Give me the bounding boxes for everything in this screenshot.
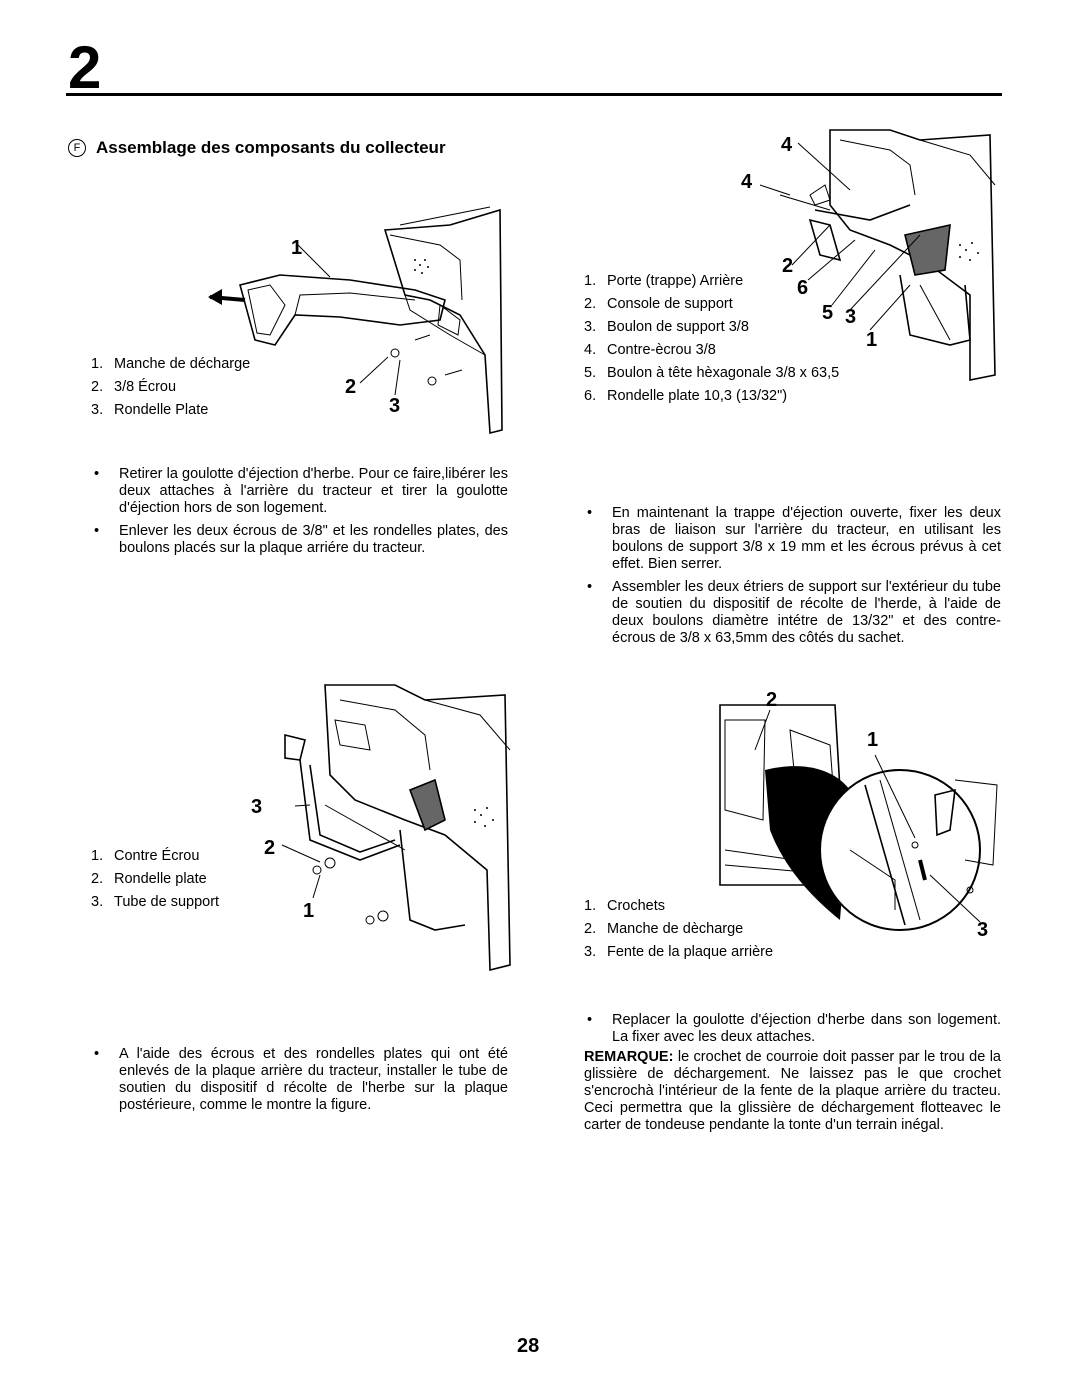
fig1-callout-1: 1 xyxy=(291,237,303,259)
fig2-legend: 1.Porte (trappe) Arrière 2.Console de su… xyxy=(584,270,839,408)
left-instructions-2: A l'aide des écrous et des rondelles pla… xyxy=(91,1046,508,1120)
fig2-callout-4b: 4 xyxy=(741,171,753,193)
legend-item: 1.Manche de décharge xyxy=(91,356,251,372)
section-number: 2 xyxy=(68,34,102,101)
legend-item: 3.Boulon de support 3/8 xyxy=(584,319,749,335)
fig2-callout-5: 5 xyxy=(822,302,834,324)
instruction-item: Assembler les deux étriers de support su… xyxy=(584,579,1001,647)
section-title-text: Assemblage des composants du collecteur xyxy=(96,138,446,157)
legend-item: 3.Rondelle Plate xyxy=(91,402,209,418)
fig1-callout-3: 3 xyxy=(389,395,401,417)
fig4-legend: 1.Crochets 2.Manche de dècharge 3.Fente … xyxy=(584,895,773,964)
page-number: 28 xyxy=(517,1335,540,1357)
legend-item: 2.Rondelle plate xyxy=(91,871,207,887)
right-instructions-1: En maintenant la trappe d'éjection ouver… xyxy=(584,505,1001,653)
legend-item: 4.Contre-ècrou 3/8 xyxy=(584,342,716,358)
figure-3-illustration xyxy=(281,684,511,972)
instruction-item: En maintenant la trappe d'éjection ouver… xyxy=(584,505,1001,573)
fig1-legend: 1.Manche de décharge 2.3/8 Écrou 3.Ronde… xyxy=(91,353,250,422)
instruction-item: A l'aide des écrous et des rondelles pla… xyxy=(91,1046,508,1114)
note-text: le crochet de courroie doit passer par l… xyxy=(584,1049,1001,1133)
figure-4-illustration xyxy=(719,704,998,931)
fig4-callout-2: 2 xyxy=(766,689,778,711)
legend-item: 3.Tube de support xyxy=(91,894,220,910)
figure-1-illustration xyxy=(208,206,503,435)
legend-item: 5.Boulon à tête hèxagonale 3/8 x 63,5 xyxy=(584,365,840,381)
left-instructions-1: Retirer la goulotte d'éjection d'herbe. … xyxy=(91,466,508,563)
note-label: REMARQUE: xyxy=(584,1049,674,1065)
legend-item: 2.3/8 Écrou xyxy=(91,379,177,395)
fig4-callout-3: 3 xyxy=(977,919,989,941)
fig2-callout-3: 3 xyxy=(845,306,857,328)
right-instructions-2: Replacer la goulotte d'éjection d'herbe … xyxy=(584,1012,1001,1052)
instruction-item: Retirer la goulotte d'éjection d'herbe. … xyxy=(91,466,508,517)
note-paragraph: REMARQUE: le crochet de courroie doit pa… xyxy=(584,1049,1001,1134)
fig2-callout-4a: 4 xyxy=(781,134,793,156)
legend-item: 1.Contre Écrou xyxy=(91,848,200,864)
legend-item: 1.Porte (trappe) Arrière xyxy=(584,273,744,289)
legend-item: 6.Rondelle plate 10,3 (13/32") xyxy=(584,388,788,404)
language-marker: F xyxy=(68,139,86,157)
fig2-callout-6: 6 xyxy=(797,277,809,299)
fig3-callout-3: 3 xyxy=(251,796,263,818)
fig1-callout-2: 2 xyxy=(345,376,357,398)
instruction-item: Enlever les deux écrous de 3/8" et les r… xyxy=(91,523,508,557)
header-rule xyxy=(66,93,1002,96)
legend-item: 3.Fente de la plaque arrière xyxy=(584,944,774,960)
figure-2-illustration xyxy=(759,129,996,381)
fig2-callout-2: 2 xyxy=(782,255,794,277)
legend-item: 1.Crochets xyxy=(584,898,666,914)
fig3-callout-1: 1 xyxy=(303,900,315,922)
section-title: F Assemblage des composants du collecteu… xyxy=(68,138,446,158)
legend-item: 2.Console de support xyxy=(584,296,733,312)
instruction-item: Replacer la goulotte d'éjection d'herbe … xyxy=(584,1012,1001,1046)
fig3-callout-2: 2 xyxy=(264,837,276,859)
fig4-callout-1: 1 xyxy=(867,729,879,751)
fig2-callout-1: 1 xyxy=(866,329,878,351)
legend-item: 2.Manche de dècharge xyxy=(584,921,744,937)
fig3-legend: 1.Contre Écrou 2.Rondelle plate 3.Tube d… xyxy=(91,845,219,914)
